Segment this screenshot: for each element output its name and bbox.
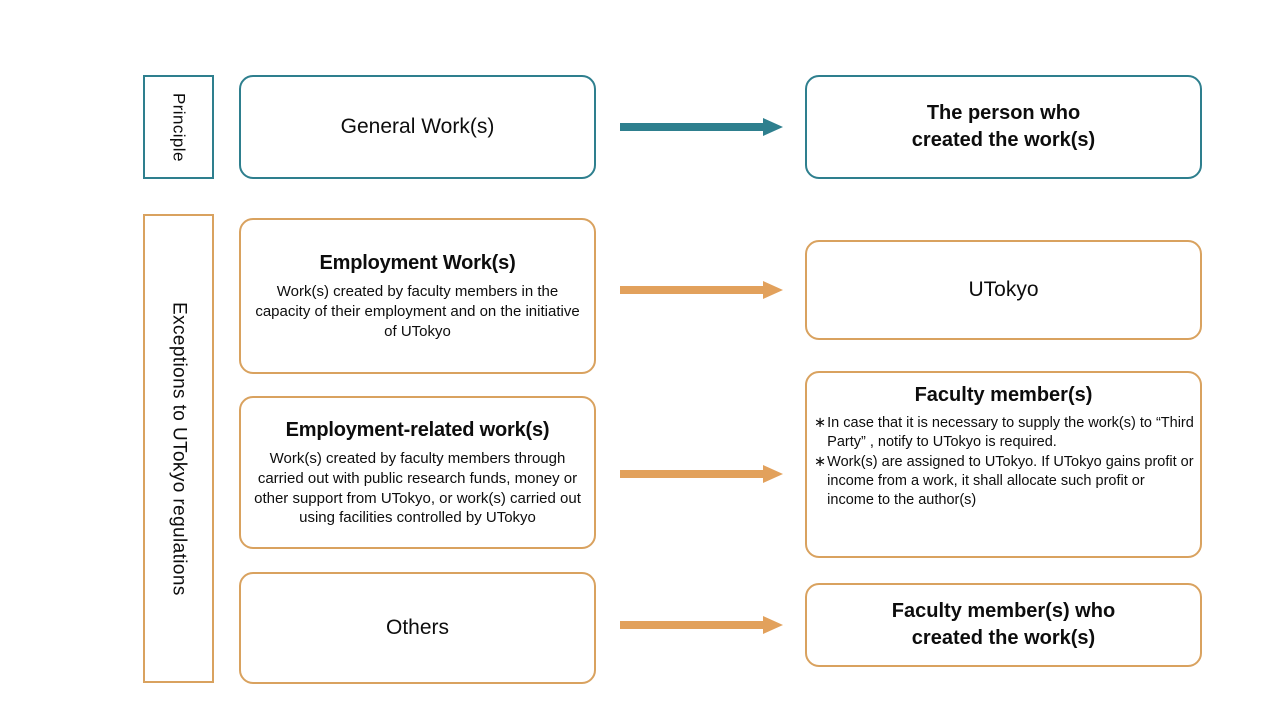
note-text: In case that it is necessary to supply t… (827, 415, 1194, 451)
result-box-creator: The person who created the work(s) (805, 75, 1202, 179)
asterisk-icon: ∗ (814, 453, 827, 470)
note-item: ∗ Work(s) are assigned to UTokyo. If UTo… (814, 453, 1194, 511)
source-body-employment-related-works: Work(s) created by faculty members throu… (254, 449, 581, 527)
category-bar-principle: Principle (143, 75, 214, 179)
result-title-utokyo: UTokyo (968, 277, 1039, 301)
arrow-right-icon-employment-related (620, 465, 783, 483)
result-title-faculty-creator-line1: Faculty member(s) who (891, 600, 1116, 622)
result-box-faculty-member: Faculty member(s) ∗ In case that it is n… (805, 371, 1202, 558)
source-title-employment-related-works: Employment-related work(s) (285, 418, 550, 441)
arrow-right-icon-others (620, 616, 783, 634)
source-box-employment-works: Employment Work(s) Work(s) created by fa… (239, 218, 596, 374)
result-notes-faculty-member: ∗ In case that it is necessary to supply… (807, 409, 1200, 510)
result-box-utokyo: UTokyo (805, 240, 1202, 340)
source-title-general-works: General Work(s) (340, 115, 495, 139)
category-label-principle: Principle (169, 92, 189, 162)
source-box-others: Others (239, 572, 596, 684)
note-item: ∗ In case that it is necessary to supply… (814, 414, 1194, 453)
result-title-faculty-creator-line2: created the work(s) (911, 627, 1096, 649)
category-label-exceptions: Exceptions to UTokyo regulations (168, 301, 190, 596)
source-title-employment-works: Employment Work(s) (319, 252, 516, 275)
result-title-creator-line1: The person who (926, 102, 1081, 124)
source-title-others: Others (385, 616, 450, 640)
result-title-creator-line2: created the work(s) (911, 129, 1096, 151)
source-box-general-works: General Work(s) (239, 75, 596, 179)
category-bar-exceptions: Exceptions to UTokyo regulations (143, 214, 214, 683)
arrow-right-icon-employment (620, 281, 783, 299)
note-text: Work(s) are assigned to UTokyo. If UToky… (827, 453, 1194, 509)
result-title-faculty-member: Faculty member(s) (914, 384, 1093, 406)
source-body-employment-works: Work(s) created by faculty members in th… (255, 283, 580, 340)
result-box-faculty-creator: Faculty member(s) who created the work(s… (805, 583, 1202, 667)
asterisk-icon: ∗ (814, 415, 827, 431)
source-box-employment-related-works: Employment-related work(s) Work(s) creat… (239, 396, 596, 549)
arrow-right-icon-general (620, 118, 783, 136)
